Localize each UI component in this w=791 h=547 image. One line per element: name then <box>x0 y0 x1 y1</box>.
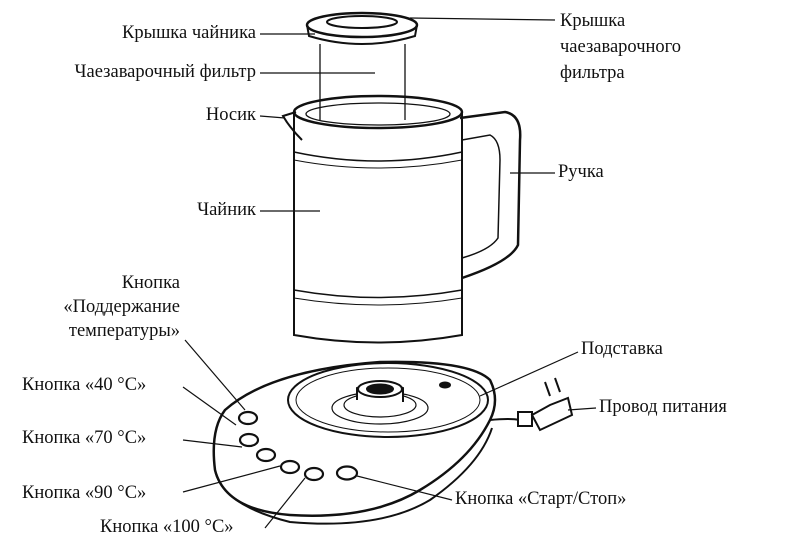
label-line: температуры» <box>68 321 180 341</box>
label-line: фильтра <box>560 63 625 83</box>
label-line: «Поддержание <box>63 297 180 317</box>
label-40-button: Кнопка «40 °C» <box>22 375 147 395</box>
kettle-lid-drawing <box>305 11 419 45</box>
label-base: Подставка <box>581 339 663 359</box>
tea-filter-drawing <box>319 44 406 120</box>
label-start-stop-button: Кнопка «Старт/Стоп» <box>455 489 627 509</box>
label-kettle-lid: Крышка чайника <box>122 23 256 43</box>
base-drawing <box>212 360 497 525</box>
label-tea-filter: Чаезаварочный фильтр <box>74 62 257 82</box>
kettle-body-drawing <box>281 94 522 344</box>
label-spout: Носик <box>205 105 256 125</box>
label-100-button: Кнопка «100 °C» <box>100 517 234 537</box>
label-line: Крышка <box>560 11 626 31</box>
label-filter-lid: Крышка чаезаварочного фильтра <box>560 11 681 84</box>
power-cord-drawing <box>489 377 574 432</box>
base-buttons <box>237 410 359 482</box>
label-keep-warm-button: Кнопка «Поддержание температуры» <box>63 273 180 342</box>
leader-lines <box>182 17 597 529</box>
label-line: Кнопка <box>121 273 180 293</box>
label-power-cord: Провод питания <box>599 397 727 417</box>
label-handle: Ручка <box>558 162 604 182</box>
label-kettle: Чайник <box>197 200 256 220</box>
label-line: чаезаварочного <box>560 37 682 57</box>
label-90-button: Кнопка «90 °C» <box>22 483 147 503</box>
label-70-button: Кнопка «70 °C» <box>22 428 147 448</box>
